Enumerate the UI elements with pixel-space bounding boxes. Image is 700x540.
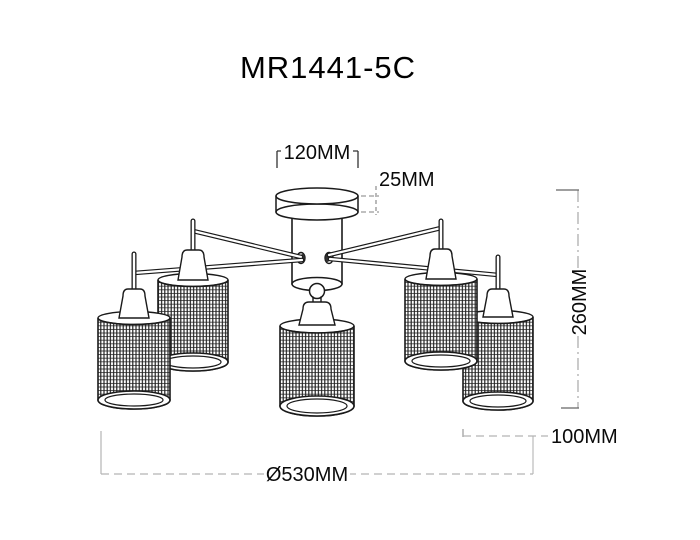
arm-outer-left	[131, 257, 305, 276]
rods	[131, 218, 501, 296]
ceiling-canopy	[275, 187, 359, 221]
shade-inner-left	[157, 249, 229, 372]
dim-canopy-height: 25MM	[361, 169, 435, 215]
shade-inner-right	[404, 248, 478, 371]
arm-inner-right	[326, 225, 444, 258]
arms	[131, 225, 501, 278]
dim-canopy-width-label: 120MM	[284, 142, 351, 164]
dim-shade-size-label: 100MM	[551, 426, 618, 448]
dim-canopy-height-label: 25MM	[379, 169, 435, 191]
arm-outer-right	[327, 256, 501, 278]
dim-fixture-height: 260MM	[556, 189, 591, 409]
arm-inner-left	[190, 228, 304, 260]
shade-far-left	[97, 288, 171, 410]
ball-joint	[308, 282, 326, 305]
chandelier-drawing	[97, 187, 534, 417]
shade-far-right	[462, 288, 534, 411]
dim-canopy-width: 120MM	[276, 140, 359, 168]
dim-overall-diameter: Ø530MM	[100, 431, 533, 486]
dim-overall-diameter-label: Ø530MM	[266, 464, 348, 486]
shade-center	[279, 301, 355, 417]
product-title: MR1441-5C	[240, 50, 416, 85]
dim-shade-size: 100MM	[462, 426, 618, 474]
dim-fixture-height-label: 260MM	[569, 269, 591, 336]
